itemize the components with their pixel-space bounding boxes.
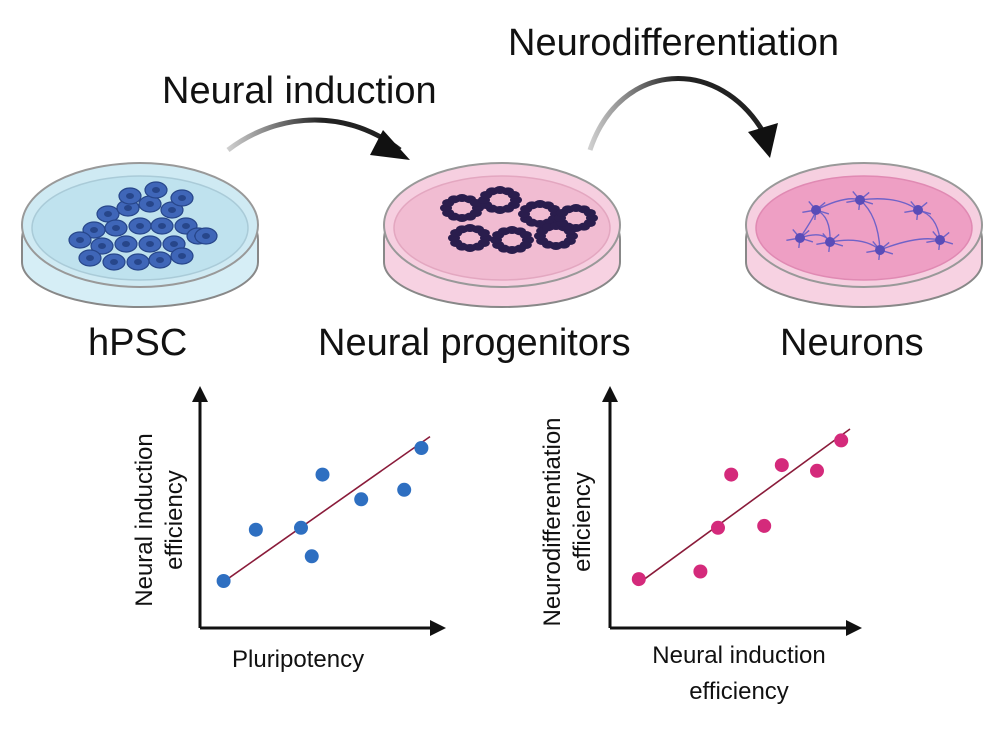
neuron-soma [855, 195, 865, 205]
chart1-xlabel: Pluripotency [232, 646, 365, 673]
stem-cell-nucleus [104, 211, 112, 217]
stem-cell-nucleus [202, 233, 210, 239]
neuron-soma [913, 205, 923, 215]
data-point [774, 458, 789, 473]
neuron-soma [875, 245, 885, 255]
data-point [711, 520, 725, 535]
stem-cell-nucleus [124, 205, 132, 211]
stem-cell-nucleus [134, 259, 142, 265]
stem-cell-nucleus [146, 201, 154, 207]
stem-cell-nucleus [158, 223, 166, 229]
neuron-soma [825, 237, 835, 247]
x-axis-arrow [846, 620, 862, 636]
stem-cell-nucleus [152, 187, 160, 193]
progenitor-cell [583, 209, 596, 217]
induction-arrow [226, 117, 402, 152]
stage-neurons: Neurons [780, 322, 924, 364]
stem-cell-nucleus [86, 255, 94, 261]
data-point [757, 518, 772, 533]
stem-cell-nucleus [136, 223, 144, 229]
neuron-soma [935, 235, 945, 245]
data-point [354, 492, 369, 507]
chart2-xlabel-line2: efficiency [689, 678, 789, 705]
stage-neural-progenitors: Neural progenitors [318, 322, 631, 364]
chart2-ylabel-line2: efficiency [569, 472, 596, 572]
x-axis-arrow [430, 620, 446, 636]
data-point [216, 574, 231, 588]
data-point [414, 441, 429, 455]
stem-cell-nucleus [146, 241, 154, 247]
stem-cell-nucleus [110, 259, 118, 265]
trend-line [636, 428, 851, 586]
y-axis-arrow [602, 386, 618, 402]
chart1-ylabel: Neural induction efficiency [130, 433, 190, 606]
data-point [724, 467, 739, 482]
differentiation-arrowhead [748, 123, 778, 158]
chart-neurodifferentiation [602, 386, 862, 636]
step-neurodifferentiation: Neurodifferentiation [508, 22, 839, 64]
stem-cell-nucleus [90, 227, 98, 233]
trend-line [218, 435, 431, 586]
stem-cell-nucleus [178, 195, 186, 201]
data-point [248, 522, 263, 537]
data-point [294, 520, 308, 535]
progenitor-cell [507, 191, 520, 199]
chart2-ylabel-line1: Neurodifferentiation [539, 417, 566, 627]
hpsc-dish [21, 162, 259, 308]
progenitor-cell [519, 231, 532, 239]
stem-cell-nucleus [122, 241, 130, 247]
data-point [834, 433, 849, 448]
data-point [315, 467, 330, 482]
stem-cell-nucleus [168, 207, 176, 213]
y-axis-arrow [192, 386, 208, 402]
chart2-ylabel: Neurodifferentiation efficiency [538, 417, 598, 626]
stem-cell-nucleus [178, 253, 186, 259]
stem-cell-nucleus [76, 237, 84, 243]
differentiation-arrow [587, 76, 768, 151]
stem-cell-nucleus [126, 193, 134, 199]
chart2-xlabel-line1: Neural induction [652, 642, 826, 669]
stem-cell-nucleus [98, 243, 106, 249]
progenitor-cell [547, 205, 560, 213]
neuron-soma [811, 205, 821, 215]
step-neural-induction: Neural induction [162, 70, 437, 112]
data-point [810, 463, 824, 478]
neurons-dish [745, 162, 983, 308]
stem-cell-nucleus [156, 257, 164, 263]
progenitors-dish [383, 162, 621, 308]
neuron-soma [795, 233, 805, 243]
data-point [304, 549, 319, 564]
chart-pluripotency [192, 386, 446, 636]
chart1-ylabel-line1: Neural induction [131, 433, 158, 607]
chart2-xlabel: Neural induction efficiency [652, 638, 825, 710]
stem-cell-nucleus [112, 225, 120, 231]
stem-cell-nucleus [170, 241, 178, 247]
stage-hpsc: hPSC [88, 322, 188, 364]
stem-cell-nucleus [182, 223, 190, 229]
chart1-ylabel-line2: efficiency [161, 470, 188, 570]
data-point [631, 572, 646, 587]
induction-arrowhead [370, 130, 410, 160]
data-point [693, 564, 708, 579]
data-point [397, 482, 412, 497]
progenitor-cell [477, 229, 490, 237]
